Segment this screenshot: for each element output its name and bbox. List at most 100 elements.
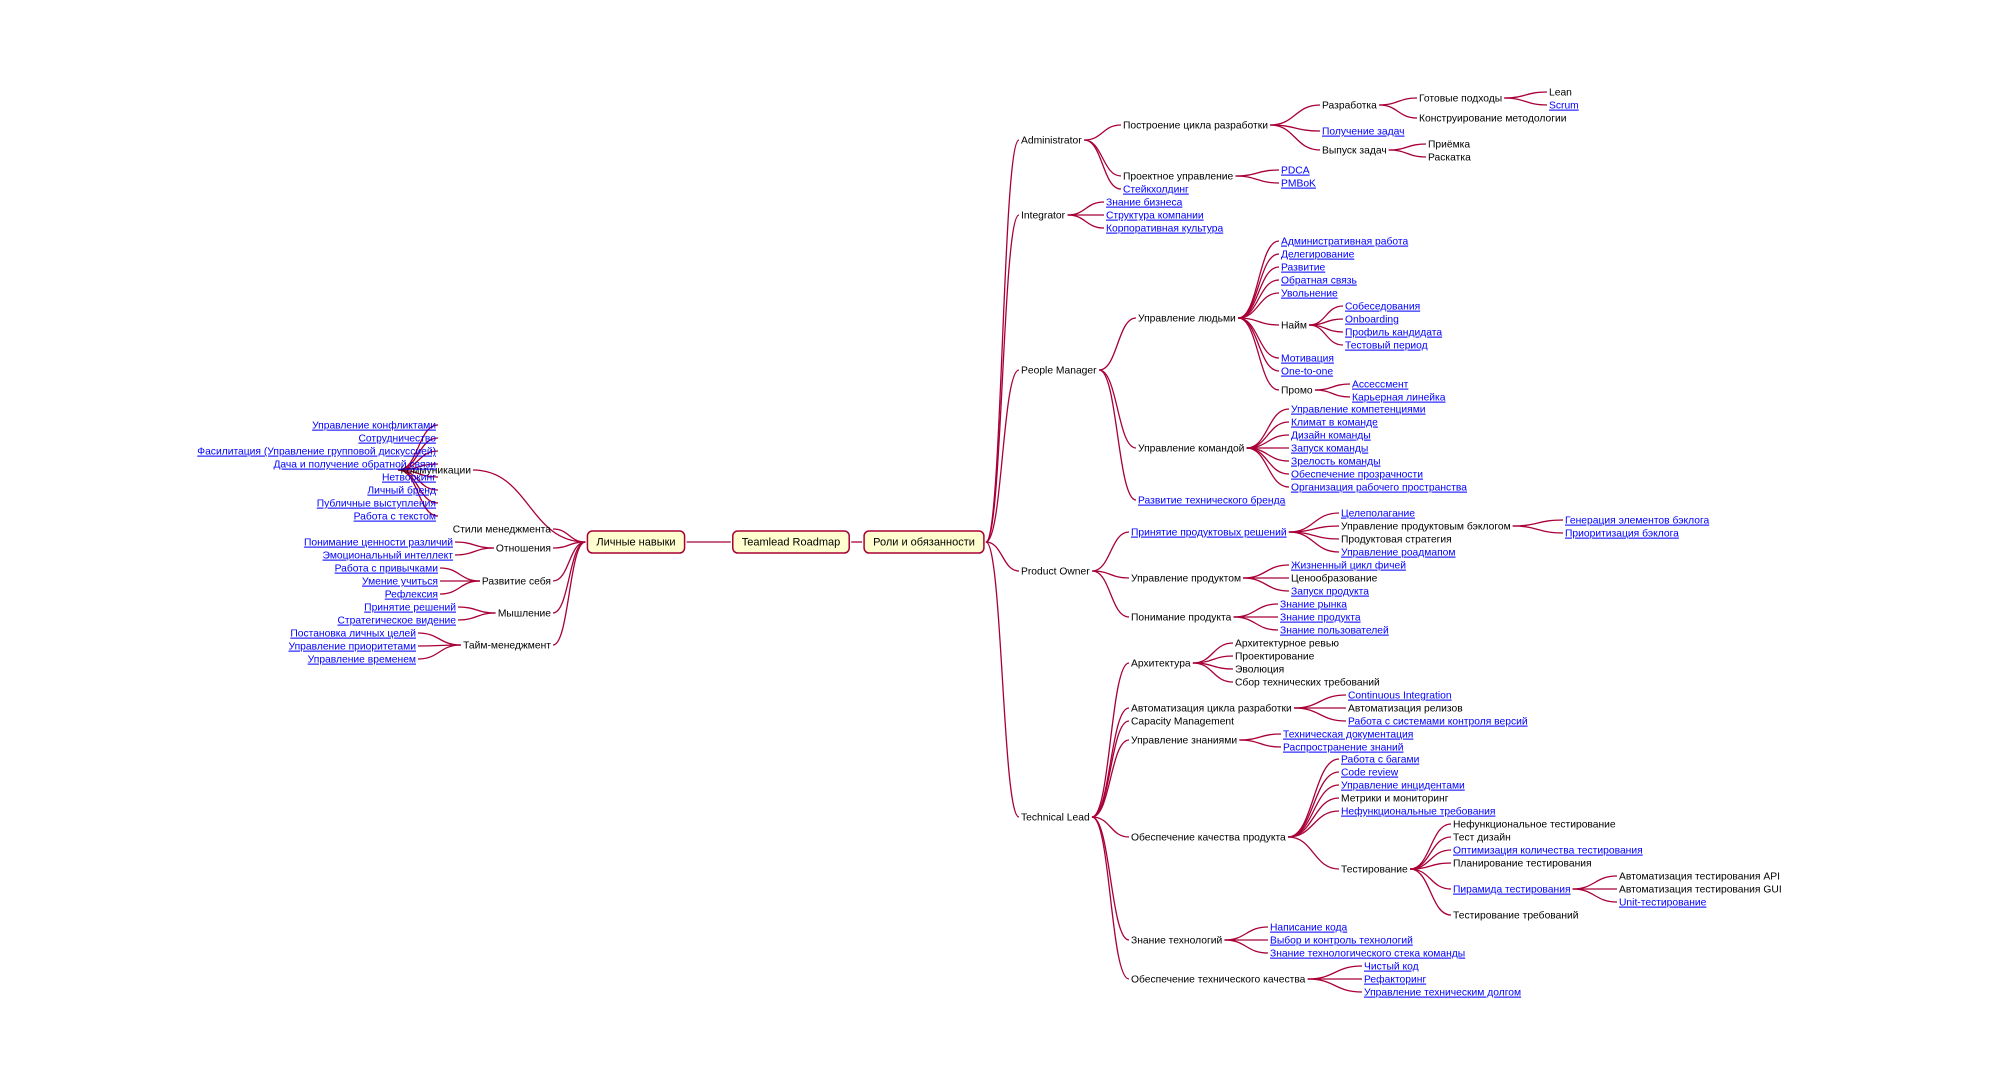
link-node-k3[interactable]: Фасилитация (Управление групповой дискус… [197, 447, 436, 458]
link-node-n4[interactable]: Тестовый период [1345, 341, 1428, 352]
edge-otk-ok1 [1307, 965, 1363, 980]
link-node-k8[interactable]: Работа с текстом [354, 511, 436, 523]
link-node-o1[interactable]: Понимание ценности различий [304, 538, 453, 549]
link-node-k4[interactable]: Дача и получение обратной связи [273, 459, 436, 471]
link-node-ui[interactable]: Управление инцидентами [1341, 781, 1465, 792]
link-node-k2[interactable]: Сотрудничество [358, 434, 436, 445]
link-node-pmbok[interactable]: PMBoK [1281, 179, 1316, 190]
link-node-cel[interactable]: Целеполагание [1341, 509, 1415, 520]
edge-ppr-ur [1288, 531, 1340, 553]
node-label: PDCA [1281, 166, 1310, 177]
link-node-zt1[interactable]: Написание кода [1270, 923, 1348, 934]
link-node-scrum[interactable]: Scrum [1549, 101, 1579, 112]
link-node-n3[interactable]: Профиль кандидата [1345, 327, 1442, 339]
link-node-t2[interactable]: Управление приоритетами [288, 642, 416, 653]
node-label: Оптимизация количества тестирования [1453, 846, 1643, 857]
edge-uk-uk7 [1246, 447, 1290, 488]
link-node-i3[interactable]: Корпоративная культура [1106, 224, 1223, 235]
topic-node-a3: Эволюция [1235, 665, 1284, 676]
link-node-k5[interactable]: Нетворкинг [382, 473, 436, 484]
link-node-ul3[interactable]: Развитие [1281, 263, 1326, 274]
link-node-o2[interactable]: Эмоциональный интеллект [323, 551, 454, 562]
link-node-pz[interactable]: Получение задач [1322, 127, 1405, 138]
link-node-ul1[interactable]: Административная работа [1281, 236, 1408, 248]
link-node-nt[interactable]: Нефункциональные требования [1341, 806, 1495, 818]
topic-node-te2: Тест дизайн [1453, 833, 1511, 844]
topic-node-uk: Управление командой [1138, 444, 1245, 455]
node-label: Работа с привычками [335, 563, 439, 575]
link-node-pdca[interactable]: PDCA [1281, 166, 1310, 177]
link-node-zpr[interactable]: Знание продукта [1280, 613, 1361, 624]
link-node-ok3[interactable]: Управление техническим долгом [1364, 988, 1521, 999]
link-node-ul6[interactable]: Мотивация [1281, 354, 1334, 365]
link-node-t1[interactable]: Постановка личных целей [290, 629, 416, 640]
link-node-uk6[interactable]: Обеспечение прозрачности [1291, 469, 1423, 481]
link-node-steik[interactable]: Стейкхолдинг [1123, 185, 1189, 196]
link-node-uk3[interactable]: Дизайн команды [1291, 431, 1371, 442]
edge-left-taim [552, 541, 586, 646]
link-node-k6[interactable]: Личный бренд [367, 485, 436, 497]
topic-node-pu: Проектное управление [1123, 172, 1234, 183]
node-label: Нефункциональное тестирование [1453, 819, 1616, 831]
link-node-zt3[interactable]: Знание технологического стека команды [1270, 949, 1465, 960]
link-node-t3[interactable]: Управление временем [308, 655, 416, 666]
link-node-rb[interactable]: Работа с багами [1341, 754, 1420, 766]
link-node-k1[interactable]: Управление конфликтами [312, 420, 436, 432]
link-node-prb[interactable]: Приоритизация бэклога [1565, 528, 1679, 540]
link-node-jcp[interactable]: Жизненный цикл фичей [1291, 560, 1406, 572]
link-node-ok1[interactable]: Чистый код [1364, 962, 1419, 973]
edge-uz-rz [1239, 739, 1282, 748]
link-node-zpol[interactable]: Знание пользователей [1280, 626, 1389, 637]
link-node-cr[interactable]: Code review [1341, 768, 1399, 779]
link-node-r1[interactable]: Работа с привычками [335, 563, 439, 575]
link-node-ok2[interactable]: Рефакторинг [1364, 974, 1426, 986]
link-node-zp[interactable]: Запуск продукта [1291, 587, 1369, 598]
link-node-r2[interactable]: Умение учиться [362, 577, 438, 588]
node-label: Стили менеджмента [453, 525, 552, 536]
edge-right-po [985, 541, 1020, 572]
link-node-ci[interactable]: Continuous Integration [1348, 691, 1452, 702]
link-node-ul7[interactable]: One-to-one [1281, 367, 1333, 378]
link-node-ul5[interactable]: Увольнение [1281, 289, 1338, 300]
link-node-zt2[interactable]: Выбор и контроль технологий [1270, 935, 1413, 947]
link-node-te3[interactable]: Оптимизация количества тестирования [1453, 846, 1643, 857]
link-node-ppr[interactable]: Принятие продуктовых решений [1131, 528, 1287, 539]
link-node-geb[interactable]: Генерация элементов бэклога [1565, 515, 1710, 527]
link-node-rtb[interactable]: Развитие технического бренда [1138, 495, 1286, 507]
node-box [863, 530, 985, 554]
link-node-i1[interactable]: Знание бизнеса [1106, 197, 1183, 209]
link-node-uk1[interactable]: Управление компетенциями [1291, 405, 1426, 416]
link-node-ul2[interactable]: Делегирование [1281, 250, 1355, 261]
node-label: Понимание ценности различий [304, 538, 453, 549]
link-node-uk7[interactable]: Организация рабочего пространства [1291, 482, 1467, 494]
link-node-td[interactable]: Техническая документация [1283, 730, 1413, 741]
link-node-pt[interactable]: Пирамида тестирования [1453, 885, 1571, 896]
link-node-pr2[interactable]: Карьерная линейка [1352, 393, 1446, 404]
link-node-m1[interactable]: Принятие решений [364, 603, 456, 614]
node-label: People Manager [1021, 366, 1097, 377]
link-node-r3[interactable]: Рефлексия [385, 589, 438, 601]
node-label: Работа с багами [1341, 754, 1420, 766]
topic-node-zt: Знание технологий [1131, 936, 1222, 947]
edge-okp-ui [1288, 784, 1340, 838]
link-node-n1[interactable]: Собеседования [1345, 301, 1420, 313]
link-node-rz[interactable]: Распространение знаний [1283, 743, 1404, 754]
link-node-i2[interactable]: Структура компании [1106, 211, 1204, 222]
link-node-ul4[interactable]: Обратная связь [1281, 275, 1357, 287]
link-node-uk2[interactable]: Климат в команде [1291, 418, 1378, 429]
link-node-ur[interactable]: Управление роадмапом [1341, 548, 1455, 559]
link-node-k7[interactable]: Публичные выступления [317, 498, 436, 510]
link-node-pr1[interactable]: Ассессмент [1352, 380, 1409, 391]
link-node-pt3[interactable]: Unit-тестирование [1619, 898, 1707, 909]
link-node-n2[interactable]: Onboarding [1345, 315, 1399, 326]
link-node-zr[interactable]: Знание рынка [1280, 600, 1347, 611]
link-node-uk4[interactable]: Запуск команды [1291, 444, 1368, 455]
link-node-m2[interactable]: Стратегическое видение [337, 616, 456, 627]
link-node-uk5[interactable]: Зрелость команды [1291, 457, 1381, 468]
edge-tl-otk [1091, 816, 1130, 980]
link-node-vcs[interactable]: Работа с системами контроля версий [1348, 716, 1528, 728]
topic-node-up: Управление продуктом [1131, 574, 1241, 585]
edge-pcr-vz [1270, 124, 1321, 151]
topic-node-otn: Отношения [496, 544, 551, 555]
